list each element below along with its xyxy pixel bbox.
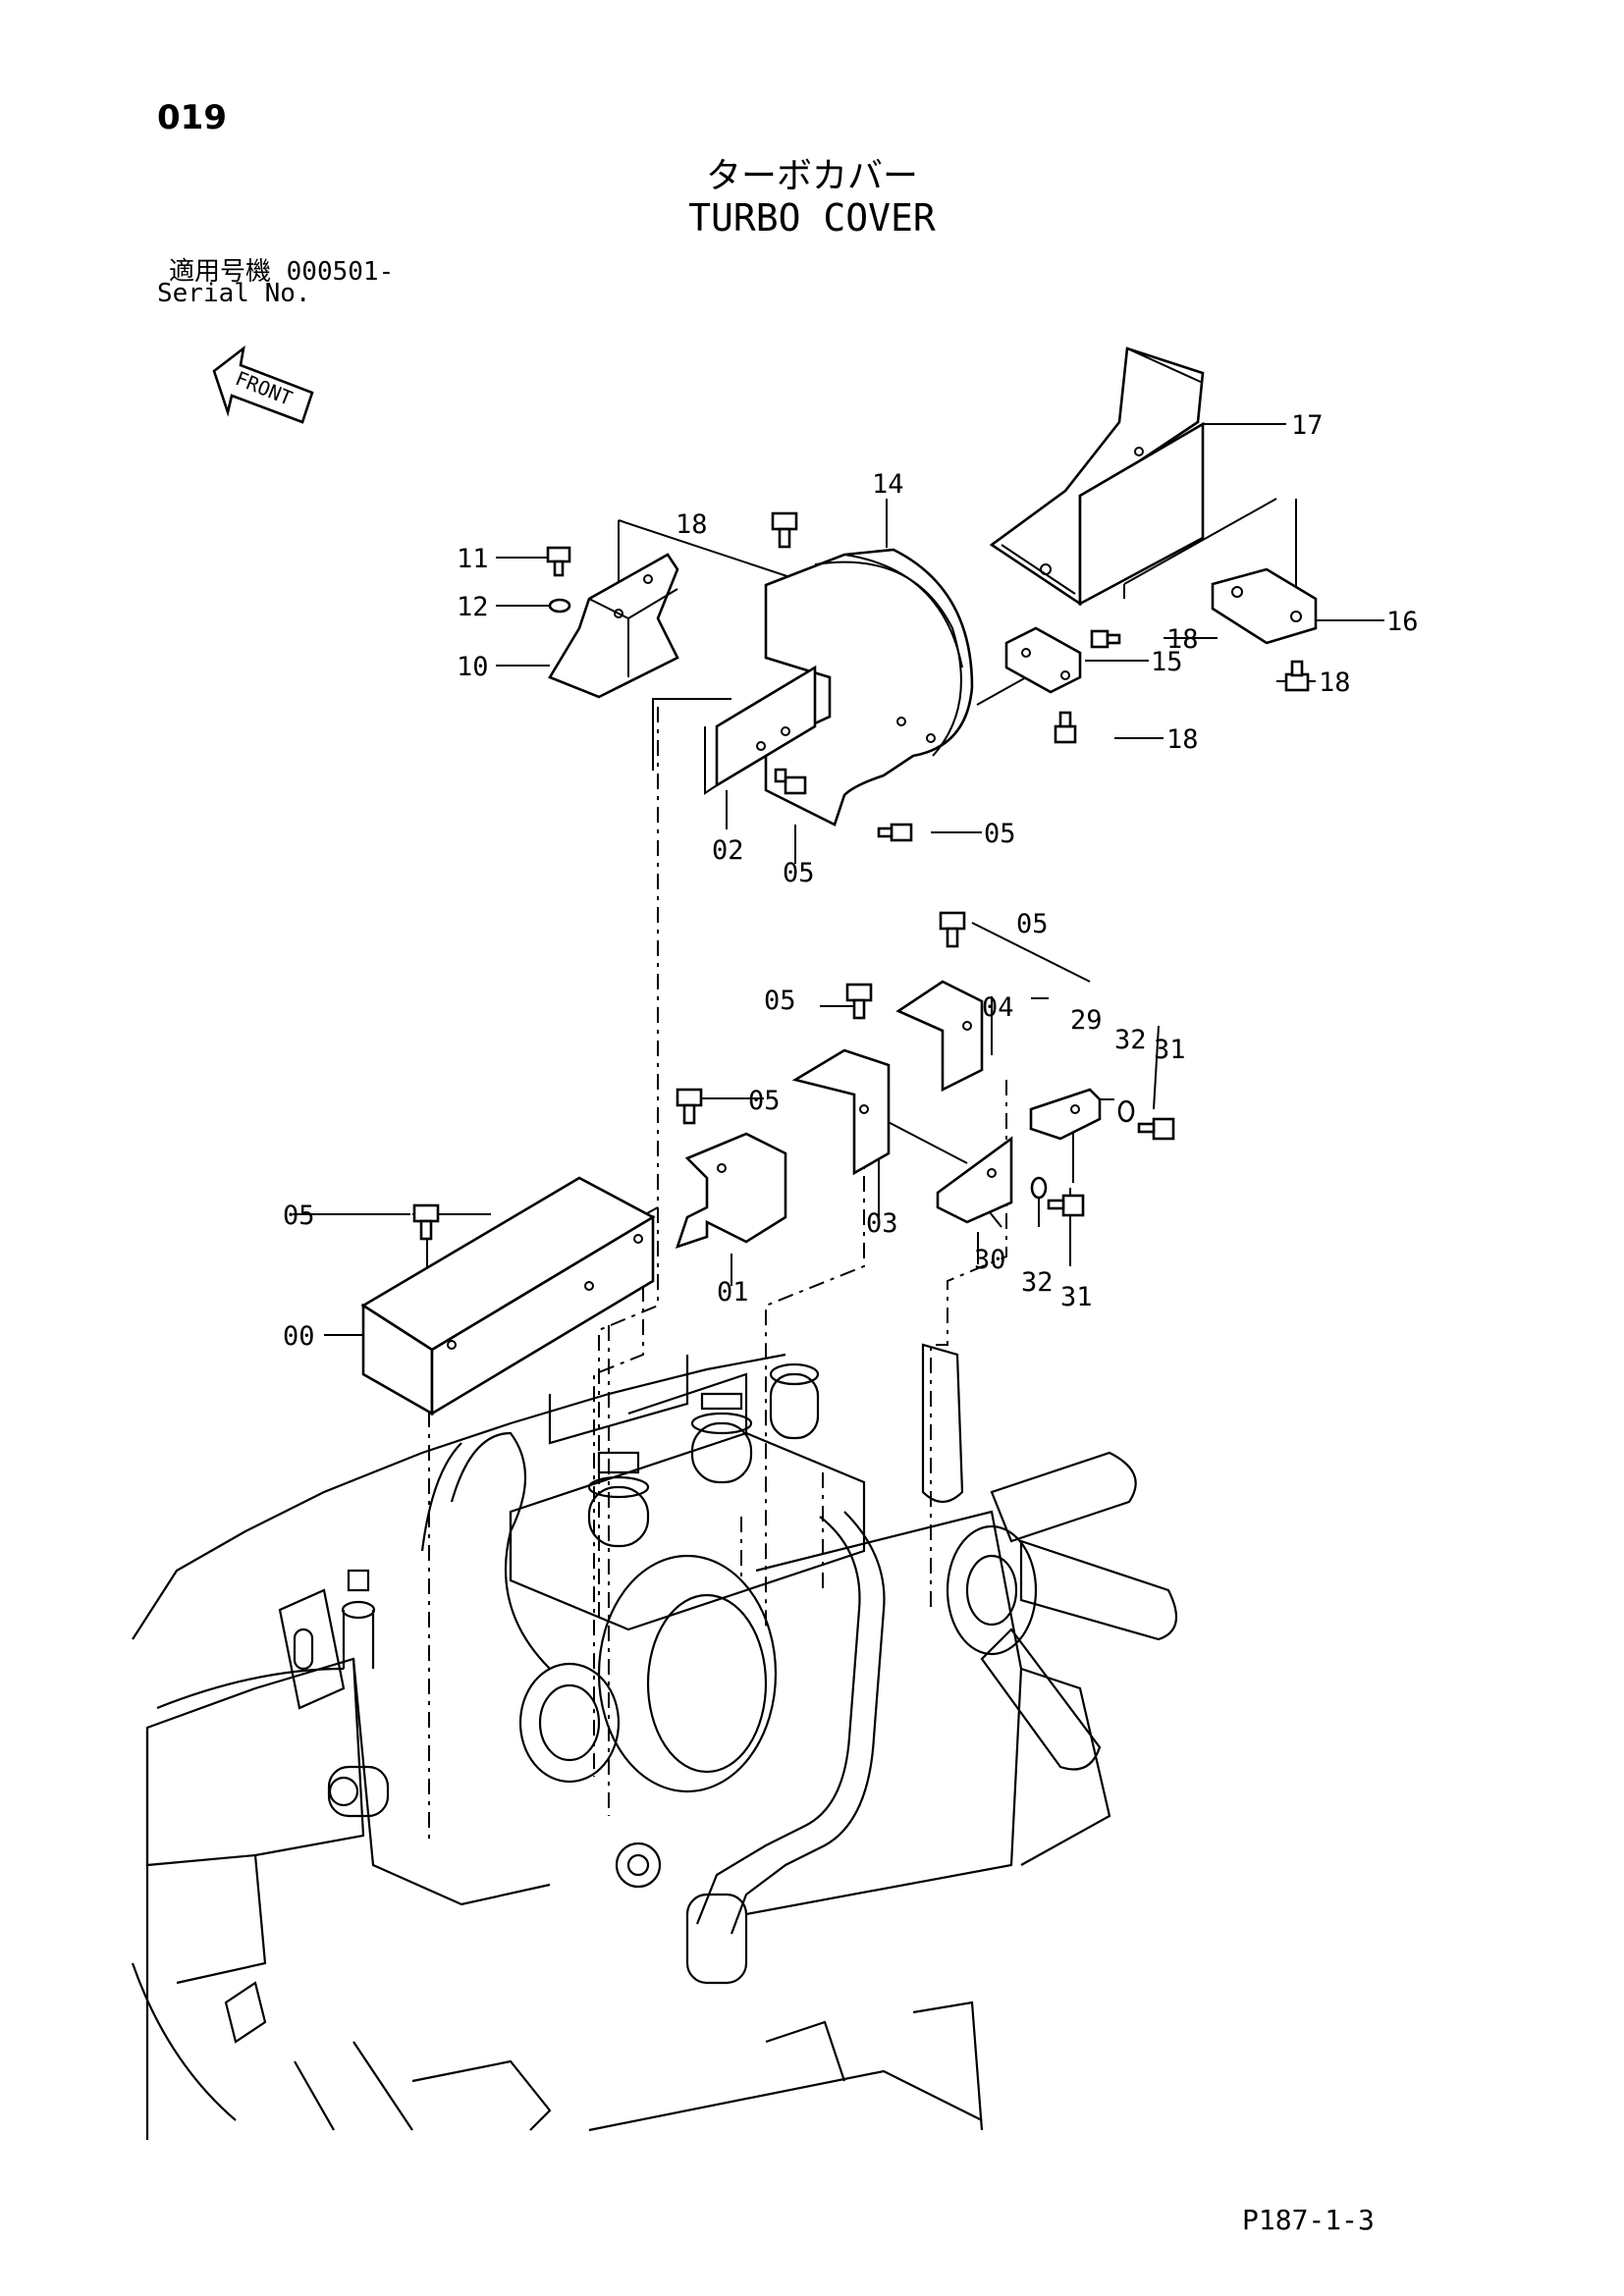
callout-00: 00 [283, 1321, 315, 1352]
part-15-bracket [1004, 626, 1082, 694]
bolt-18-16 [1284, 660, 1310, 692]
callout-02: 02 [712, 835, 744, 866]
callout-03: 03 [866, 1208, 898, 1239]
part-04-bracket [895, 980, 984, 1093]
bolt-05-01 [676, 1088, 703, 1125]
callout-31: 31 [1060, 1282, 1093, 1312]
part-02-mounting-plate [704, 665, 817, 795]
bolt-18-top [771, 511, 798, 549]
callout-18: 18 [1166, 724, 1199, 755]
callout-32: 32 [1114, 1025, 1147, 1055]
callout-14: 14 [872, 469, 904, 500]
fasteners [412, 511, 1310, 1241]
part-10-bracket [548, 553, 679, 699]
part-00-cover-box [360, 1176, 656, 1416]
callout-05: 05 [783, 858, 815, 888]
serial-label: Serial No. [157, 279, 311, 308]
callout-18: 18 [1319, 667, 1351, 698]
callout-01: 01 [717, 1277, 749, 1308]
bolt-05-04 [939, 911, 966, 948]
washer-32b [1030, 1176, 1048, 1200]
callout-30: 30 [974, 1245, 1006, 1275]
callout-labels: 17 14 18 11 12 10 16 18 15 18 18 02 05 0… [283, 410, 1419, 1352]
bolt-18-15b [1054, 711, 1077, 744]
title-japanese: ターボカバー [705, 156, 918, 196]
callout-05: 05 [748, 1086, 781, 1116]
callout-10: 10 [457, 652, 489, 682]
engine-outline [131, 1343, 1178, 2140]
serial-label-japanese: 適用号機 000501- [169, 257, 395, 287]
callout-16: 16 [1386, 607, 1419, 637]
washer-32a [1117, 1099, 1135, 1123]
bolt-11 [546, 546, 571, 577]
part-03-bracket [791, 1048, 891, 1176]
page-title: TURBO COVER [688, 196, 936, 240]
callout-18: 18 [1166, 624, 1199, 655]
callout-04: 04 [982, 992, 1014, 1023]
part-17-guard-plate [989, 347, 1205, 607]
bolt-05-03 [845, 983, 873, 1020]
bolt-18-15a [1090, 629, 1121, 649]
callout-18: 18 [676, 509, 708, 540]
bolt-05-00 [412, 1203, 440, 1241]
front-arrow-icon: FRONT [212, 345, 314, 424]
callout-05: 05 [1016, 909, 1049, 939]
bolt-05-02 [774, 768, 807, 795]
bolt-31a [1137, 1117, 1175, 1141]
callout-29: 29 [1070, 1005, 1103, 1036]
callout-32: 32 [1021, 1267, 1054, 1298]
callout-17: 17 [1291, 410, 1324, 441]
footer-code: P187-1-3 [1242, 2204, 1375, 2236]
callout-05: 05 [984, 819, 1016, 849]
page-number: 019 [157, 98, 227, 137]
callout-31: 31 [1154, 1035, 1186, 1065]
part-16-bracket [1211, 567, 1318, 645]
bolt-05-14 [877, 823, 913, 842]
alignment-dashed-lines [428, 707, 1007, 1845]
part-30-bracket [936, 1136, 1013, 1224]
callout-12: 12 [457, 592, 489, 622]
part-01-bracket [675, 1132, 787, 1250]
callout-15: 15 [1151, 647, 1183, 677]
callout-11: 11 [457, 544, 489, 574]
leader-lines [293, 423, 1384, 1336]
washer-12 [548, 598, 571, 614]
callout-05: 05 [283, 1201, 315, 1231]
callout-05: 05 [764, 986, 796, 1016]
bolt-31b [1047, 1194, 1085, 1217]
part-29-bracket [1029, 1088, 1102, 1141]
part-14-turbo-cover [764, 548, 974, 827]
